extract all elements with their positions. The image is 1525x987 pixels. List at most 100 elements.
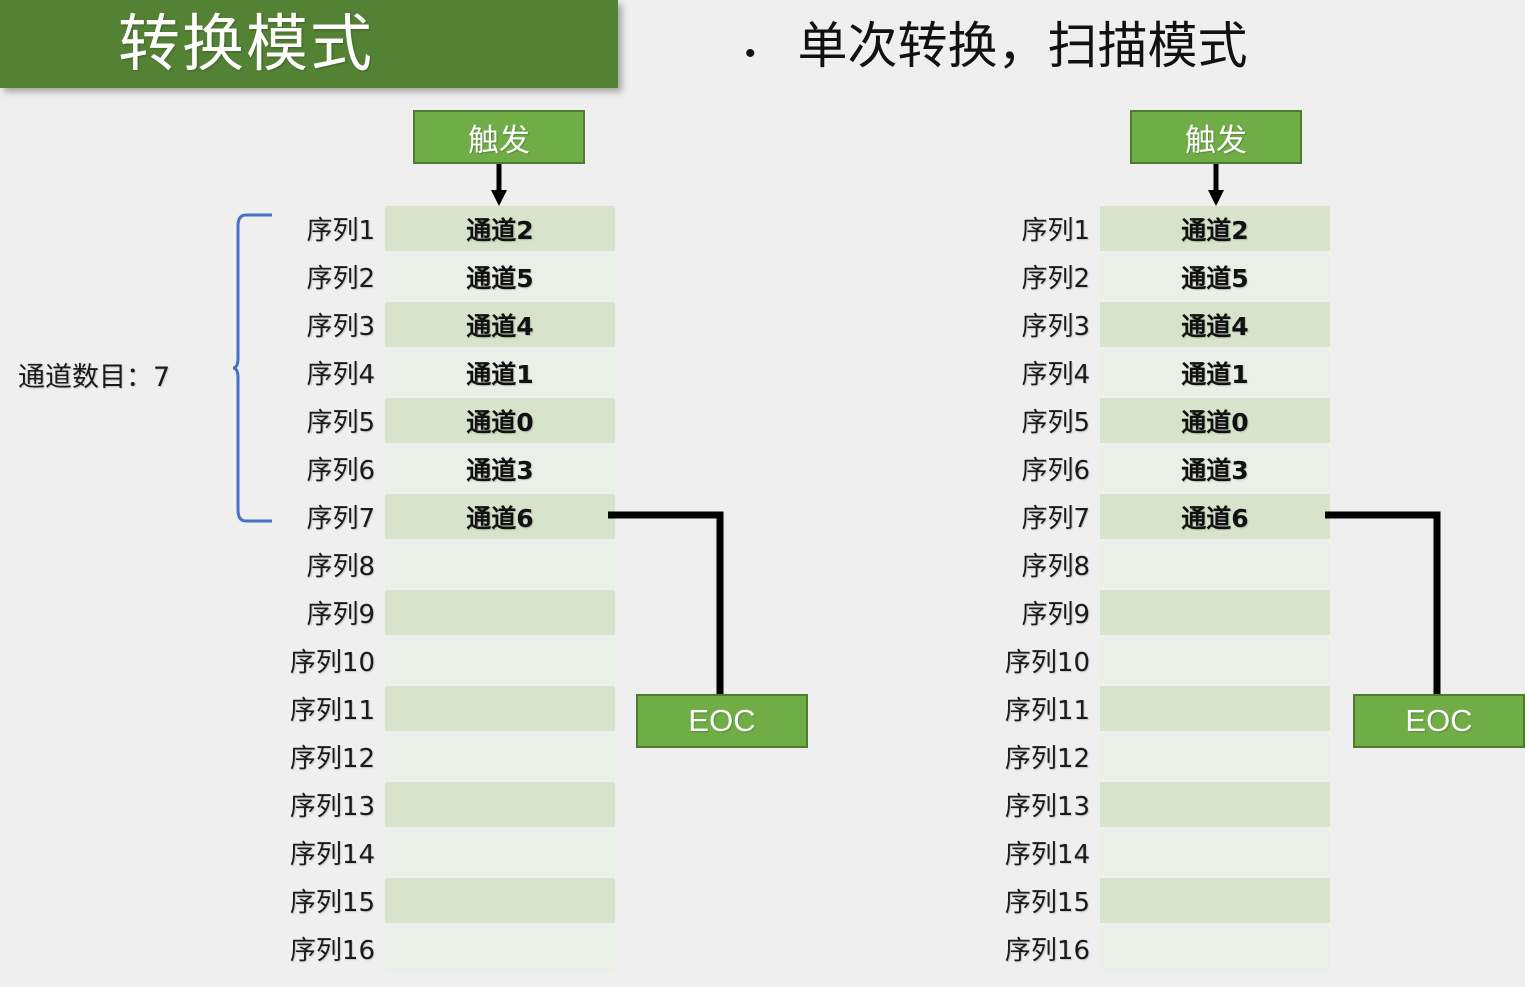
- sequence-row: 序列11: [290, 686, 615, 731]
- sequence-row: 序列15: [1005, 878, 1330, 923]
- channel-label: 通道6: [1181, 503, 1249, 533]
- sequence-row: 序列3 通道4: [1021, 302, 1330, 347]
- sequence-index-label: 序列5: [1021, 408, 1090, 438]
- sequence-row: 序列16: [290, 926, 615, 971]
- sequence-row: 序列4 通道1: [1021, 350, 1330, 395]
- sequence-index-label: 序列4: [1021, 360, 1090, 390]
- sequence-row: 序列14: [290, 830, 615, 875]
- channel-label: 通道5: [1181, 263, 1249, 293]
- sequence-row: 序列12: [1005, 734, 1330, 779]
- bullet-heading-text: 单次转换，扫描模式: [797, 17, 1248, 75]
- trigger-box: 触发: [413, 110, 585, 164]
- eoc-box: EOC: [636, 694, 808, 748]
- sequence-index-label: 序列3: [306, 312, 375, 342]
- channel-label: 通道4: [1181, 311, 1249, 341]
- sequence-row: 序列2 通道5: [1021, 254, 1330, 299]
- sequence-index-label: 序列15: [289, 888, 375, 918]
- sequence-index-label: 序列6: [1021, 456, 1090, 486]
- channel-label: 通道5: [466, 263, 534, 293]
- sequence-index-label: 序列16: [1004, 936, 1090, 966]
- bullet-heading: • 单次转换，扫描模式: [745, 17, 1248, 76]
- trigger-label: 触发: [468, 122, 530, 159]
- sequence-index-label: 序列7: [306, 504, 375, 534]
- sequence-index-label: 序列8: [306, 552, 375, 582]
- trigger-to-sequence-arrow-icon: [491, 164, 507, 206]
- sequence-index-label: 序列6: [306, 456, 375, 486]
- sequence-index-label: 序列7: [1021, 504, 1090, 534]
- sequence-index-label: 序列4: [306, 360, 375, 390]
- eoc-box: EOC: [1353, 694, 1525, 748]
- sequence-row: 序列16: [1005, 926, 1330, 971]
- trigger-to-sequence-arrow-icon: [1208, 164, 1224, 206]
- sequence-index-label: 序列13: [1004, 792, 1090, 822]
- eoc-label: EOC: [688, 703, 756, 738]
- sequence-row: 序列13: [1005, 782, 1330, 827]
- sequence-row: 序列6 通道3: [1021, 446, 1330, 491]
- sequence-row: 序列3 通道4: [306, 302, 615, 347]
- sequence-row: 序列7 通道6: [1021, 494, 1330, 539]
- sequence-row: 序列1 通道2: [1021, 206, 1330, 251]
- sequence-row: 序列9: [1021, 590, 1330, 635]
- sequence-index-label: 序列5: [306, 408, 375, 438]
- sequence-index-label: 序列16: [289, 936, 375, 966]
- sequence-index-label: 序列12: [289, 744, 375, 774]
- sequence-row: 序列1 通道2: [306, 206, 615, 251]
- channel-label: 通道1: [466, 359, 534, 389]
- channel-label: 通道0: [466, 407, 534, 437]
- channel-label: 通道3: [1181, 455, 1249, 485]
- sequence-index-label: 序列11: [1004, 696, 1090, 726]
- sequence-index-label: 序列2: [306, 264, 375, 294]
- sequence-row: 序列7 通道6: [306, 494, 615, 539]
- sequence-row: 序列6 通道3: [306, 446, 615, 491]
- sequence-row: 序列10: [290, 638, 615, 683]
- sequence-index-label: 序列14: [289, 840, 375, 870]
- channel-label: 通道6: [466, 503, 534, 533]
- sequence-index-label: 序列14: [1004, 840, 1090, 870]
- sequence-index-label: 序列10: [289, 648, 375, 678]
- sequence-row: 序列14: [1005, 830, 1330, 875]
- channel-label: 通道4: [466, 311, 534, 341]
- sequence-row: 序列8: [306, 542, 615, 587]
- sequence-index-label: 序列9: [306, 600, 375, 630]
- sequence-index-label: 序列3: [1021, 312, 1090, 342]
- sequence-index-label: 序列15: [1004, 888, 1090, 918]
- sequence-row: 序列5 通道0: [1021, 398, 1330, 443]
- sequence-row: 序列8: [1021, 542, 1330, 587]
- sequence-row: 序列5 通道0: [306, 398, 615, 443]
- slide-title-banner: 转换模式: [0, 0, 618, 88]
- sequence-index-label: 序列1: [1021, 216, 1090, 246]
- sequence-index-label: 序列10: [1004, 648, 1090, 678]
- sequence-row: 序列11: [1005, 686, 1330, 731]
- trigger-box: 触发: [1130, 110, 1302, 164]
- sequence-row: 序列12: [290, 734, 615, 779]
- sequence-index-label: 序列8: [1021, 552, 1090, 582]
- sequence-row: 序列4 通道1: [306, 350, 615, 395]
- sequence-row: 序列10: [1005, 638, 1330, 683]
- sequence-index-label: 序列9: [1021, 600, 1090, 630]
- channel-count-label: 通道数目：7: [18, 362, 171, 393]
- sequence-row: 序列2 通道5: [306, 254, 615, 299]
- channel-label: 通道2: [466, 215, 534, 245]
- sequence-index-label: 序列12: [1004, 744, 1090, 774]
- sequence-table: 序列1 通道2 序列2 通道5 序列3 通道4 序列4 通道1 序列5 通道0 序列6 通道3 序列7 通…: [290, 206, 615, 974]
- sequence-group-brace-icon: [232, 213, 272, 523]
- sequence-row: 序列13: [290, 782, 615, 827]
- eoc-label: EOC: [1405, 703, 1473, 738]
- sequence-index-label: 序列13: [289, 792, 375, 822]
- sequence-row: 序列9: [306, 590, 615, 635]
- sequence-index-label: 序列11: [289, 696, 375, 726]
- sequence-index-label: 序列1: [306, 216, 375, 246]
- channel-label: 通道1: [1181, 359, 1249, 389]
- sequence-index-label: 序列2: [1021, 264, 1090, 294]
- channel-label: 通道0: [1181, 407, 1249, 437]
- sequence-table: 序列1 通道2 序列2 通道5 序列3 通道4 序列4 通道1 序列5 通道0 序列6 通道3 序列7 通…: [1005, 206, 1330, 974]
- channel-label: 通道2: [1181, 215, 1249, 245]
- page-title: 转换模式: [118, 7, 375, 80]
- sequence-to-eoc-connector-icon: [1325, 511, 1448, 722]
- sequence-row: 序列15: [290, 878, 615, 923]
- channel-label: 通道3: [466, 455, 534, 485]
- trigger-label: 触发: [1185, 122, 1247, 159]
- bullet-dot-icon: •: [745, 37, 756, 70]
